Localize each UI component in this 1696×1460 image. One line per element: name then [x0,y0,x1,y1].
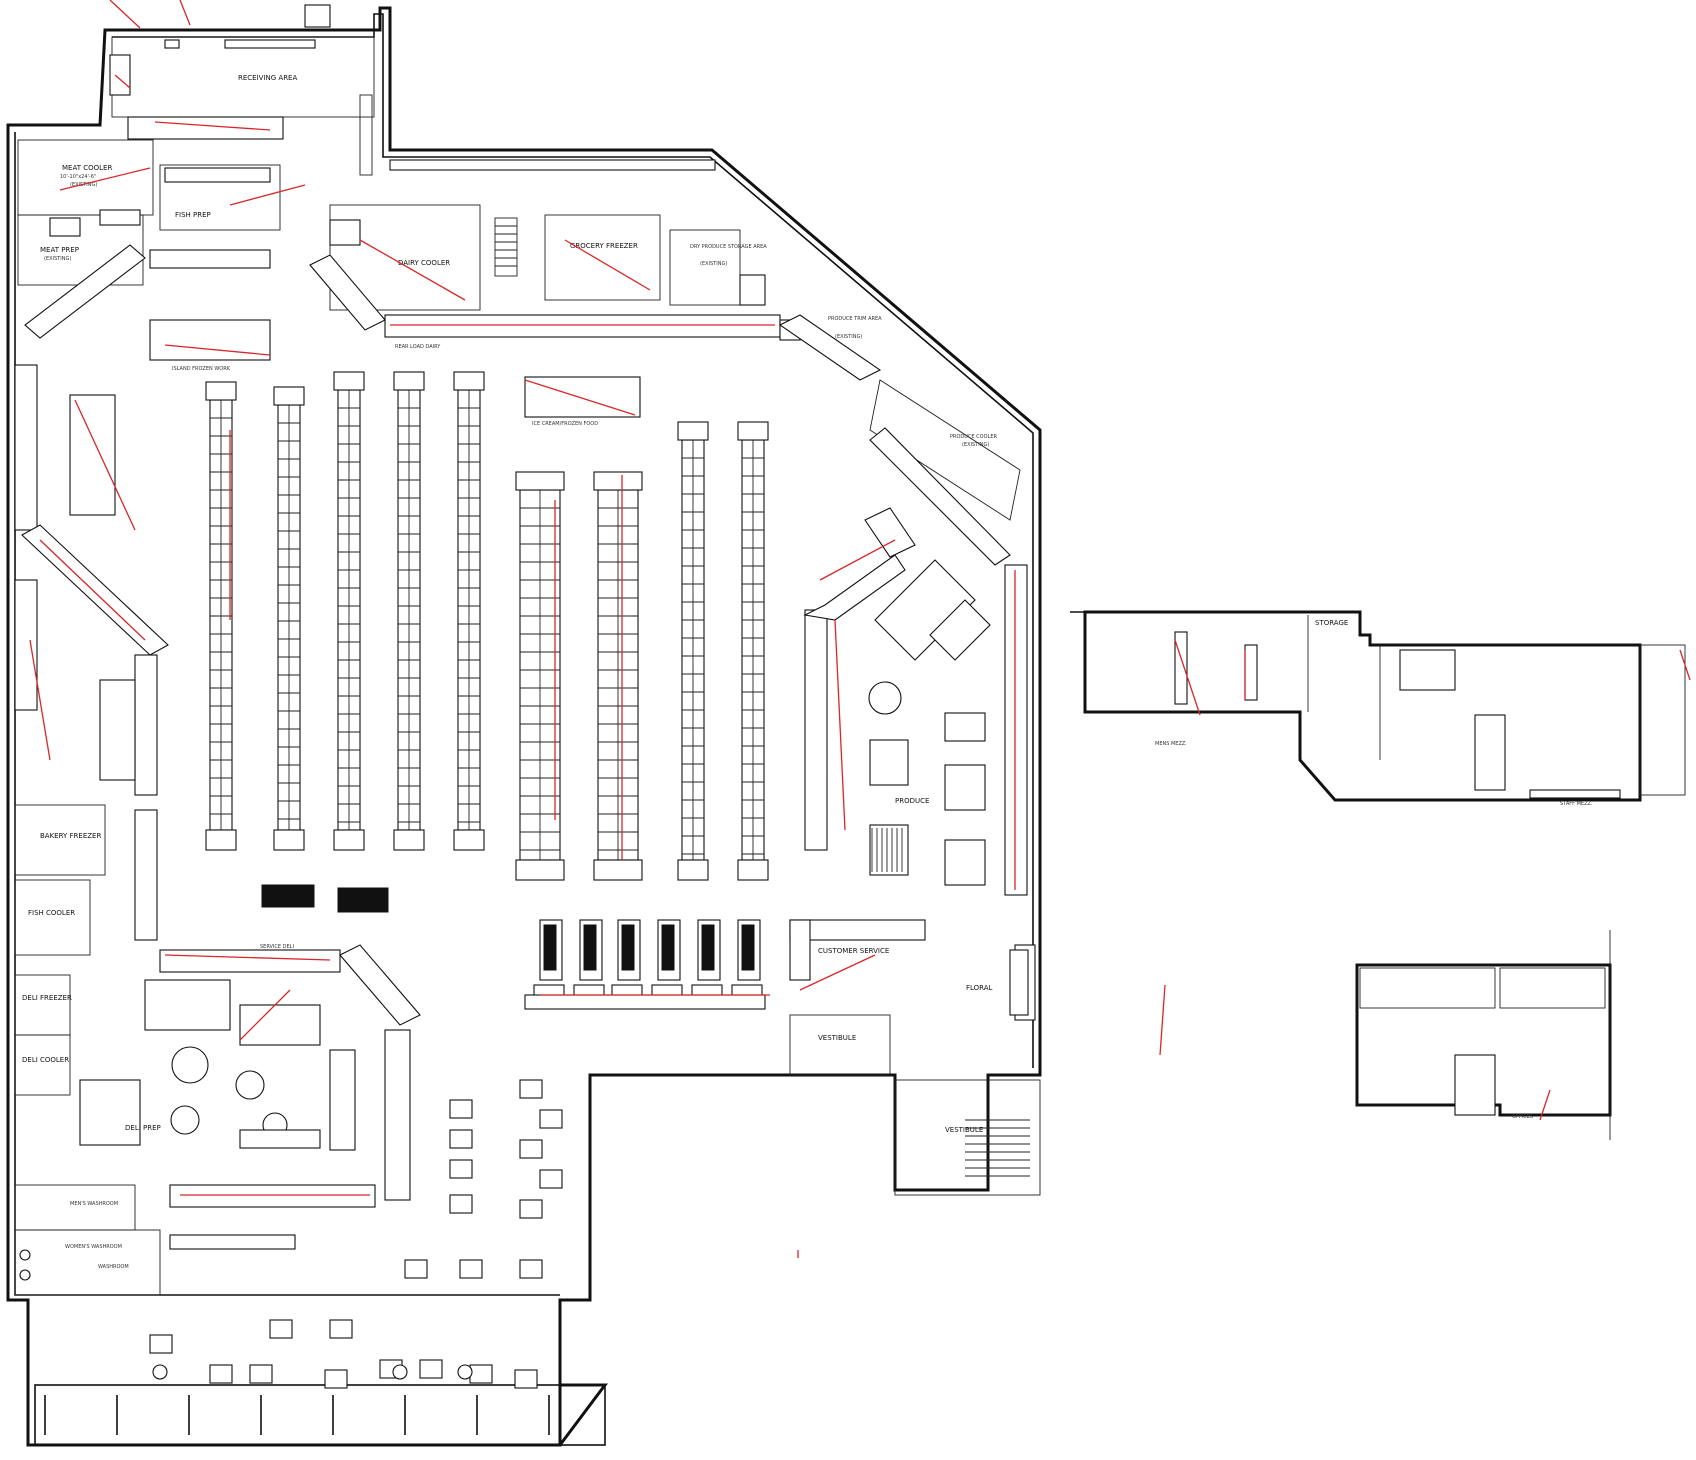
washrooms: MEN'S WASHROOM WOMEN'S WASHROOM WASHROOM [14,1184,161,1296]
gondola-aisle [205,381,237,851]
checkouts [533,919,763,1006]
dining-table [539,1169,563,1189]
produce-cooler-label: PRODUCE COOLER [950,434,997,440]
round-table [392,1364,408,1380]
dining-table [404,1259,428,1279]
round-table [457,1364,473,1380]
gondola-aisle [453,371,485,851]
dining-table [514,1369,538,1389]
staff-mezz-label: STAFF MEZZ. [1560,801,1593,807]
meat-cooler-status: (EXISTING) [70,182,97,188]
womens-washroom-label: WOMEN'S WASHROOM [65,1244,122,1250]
vestibule-label-2: VESTIBULE [945,1126,983,1134]
dining-table [324,1369,348,1389]
dining-table [519,1139,543,1159]
back-of-house: RECEIVING AREA MEAT COOLER 10'-10"x24'-6… [17,4,1021,521]
checkout-lane [533,919,565,1006]
vestibule-label-1: VESTIBULE [818,1034,856,1042]
front-end: CUSTOMER SERVICE VESTIBULE VESTIBULE FLO… [261,884,1041,1196]
floral-label: FLORAL [966,984,993,992]
produce-trim-label: PRODUCE TRIM AREA [828,316,882,322]
dining-table [449,1099,473,1119]
entry-stairs [965,1119,1030,1177]
deli-area: BAKERY FREEZER FISH COOLER DELI FREEZER … [14,804,356,1250]
gondola-aisle [677,421,709,881]
dining-table [449,1129,473,1149]
dining-table [269,1319,293,1339]
washroom-label: WASHROOM [98,1264,129,1270]
produce-label: PRODUCE [895,797,929,805]
deli-freezer-label: DELI FREEZER [22,994,72,1002]
gondola-aisle [737,421,769,881]
dining-table [329,1319,353,1339]
dining-table [519,1259,543,1279]
checkout-lane [651,919,683,1006]
stairs-back [494,217,518,277]
gondola-aisles [205,371,769,881]
meat-cooler-dims: 10'-10"x24'-6" [60,174,96,180]
island-frozen-label: ISLAND FROZEN WORK [172,366,231,372]
offices-label: OFFICES [1512,1114,1533,1120]
checkout-lane [731,919,763,1006]
island-cases: ISLAND FROZEN WORK ICE CREAM/FROZEN FOOD [69,319,641,781]
ice-cream-frozen-label: ICE CREAM/FROZEN FOOD [532,421,598,427]
gondola-aisle [515,471,565,881]
gondola-aisle [273,386,305,851]
checkout-lane [573,919,605,1006]
produce-area: PRODUCE [803,507,991,886]
gondola-aisle [393,371,425,851]
dining-table [459,1259,483,1279]
service-deli-label: SERVICE DELI [260,944,294,950]
fish-prep-label: FISH PREP [175,211,211,219]
mezzanine-plans: STORAGE MENS MEZZ. STAFF MEZZ. OFFICES [1070,610,1686,1140]
dining-table [249,1364,273,1384]
dining-table [519,1079,543,1099]
dry-produce-label: DRY PRODUCE STORAGE AREA [690,244,767,250]
dry-produce-status: (EXISTING) [700,261,727,267]
perimeter-cases: REAR LOAD DAIRY [14,244,1036,1208]
rear-load-dairy-label: REAR LOAD DAIRY [395,344,441,350]
deli-cooler-label: DELI COOLER [22,1056,69,1064]
mens-washroom-label: MEN'S WASHROOM [70,1201,118,1207]
produce-trim-status: (EXISTING) [835,334,862,340]
checkout-lane [691,919,723,1006]
dining-table [469,1364,493,1384]
customer-service-label: CUSTOMER SERVICE [818,947,889,955]
meat-prep-status: (EXISTING) [44,256,71,262]
dining-table [419,1359,443,1379]
mens-mezz-label: MENS MEZZ. [1155,741,1187,747]
meat-cooler-label: MEAT COOLER [62,164,112,172]
storefront [44,1395,550,1435]
meat-prep-label: MEAT PREP [40,246,79,254]
fish-cooler-label: FISH COOLER [28,909,75,917]
storage-label: STORAGE [1315,619,1348,627]
dining-table [209,1364,233,1384]
red-markups [29,0,1691,1258]
receiving-area-label: RECEIVING AREA [238,74,297,82]
checkout-lane [611,919,643,1006]
produce-cooler-status: (EXISTING) [962,442,989,448]
seating [149,1079,563,1389]
dining-table [149,1334,173,1354]
deli-prep-label: DELI PREP [125,1124,161,1132]
dining-table [449,1159,473,1179]
dining-table [539,1109,563,1129]
round-table [152,1364,168,1380]
grocery-freezer-label: GROCERY FREEZER [570,242,638,250]
bakery-freezer-label: BAKERY FREEZER [40,832,101,840]
produce-bins [871,828,903,872]
dining-table [449,1194,473,1214]
gondola-aisle [333,371,365,851]
gondola-aisle [593,471,643,881]
dining-table [519,1199,543,1219]
dairy-cooler-label: DAIRY COOLER [398,259,450,267]
